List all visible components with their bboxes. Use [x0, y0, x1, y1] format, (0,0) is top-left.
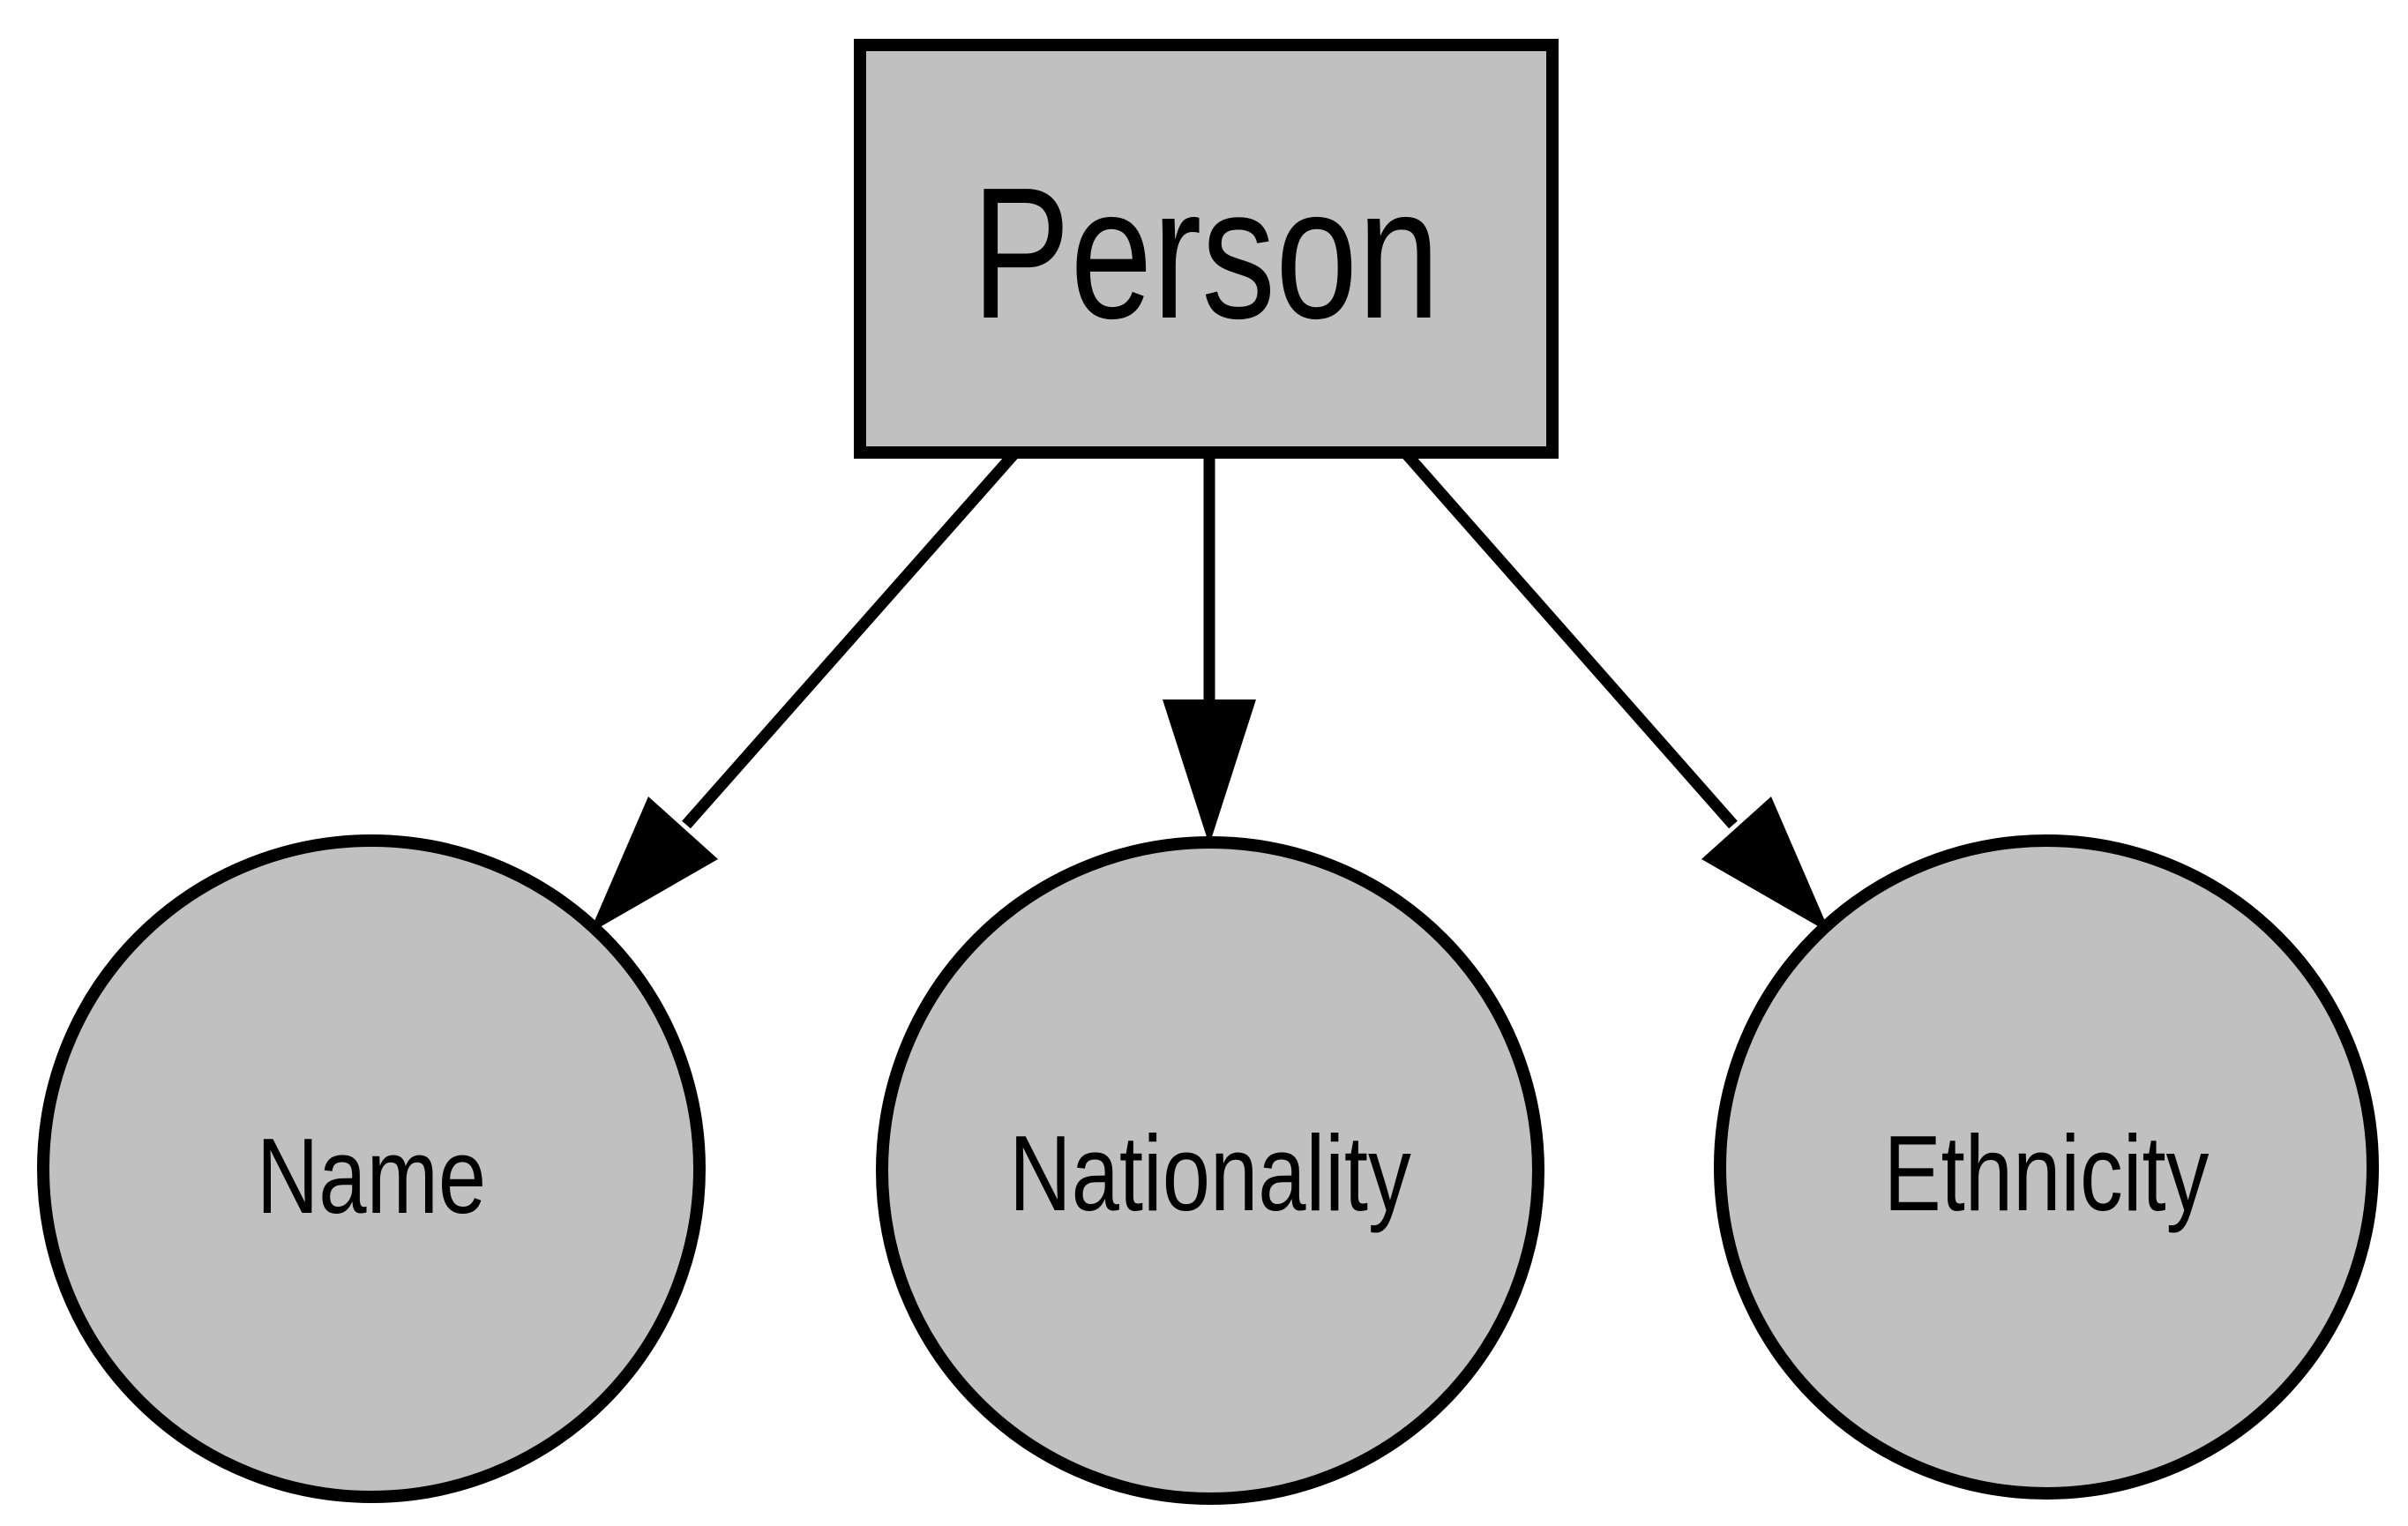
nationality-circle — [876, 836, 1544, 1505]
entity-node-person: Person — [854, 39, 1559, 459]
edge-person-name — [589, 447, 1021, 933]
ethnicity-label: Ethnicity — [1884, 1114, 2210, 1234]
attribute-node-ethnicity: Ethnicity — [1714, 834, 2379, 1500]
edge-line-person-name — [682, 447, 1021, 829]
arrowhead-person-name — [589, 797, 718, 933]
edge-person-nationality — [1163, 449, 1256, 845]
arrowhead-person-nationality — [1163, 699, 1256, 845]
name-label: Name — [257, 1117, 486, 1237]
attribute-node-nationality: Nationality — [876, 836, 1544, 1505]
edge-line-person-ethnicity — [1400, 447, 1738, 829]
person-label: Person — [972, 149, 1440, 357]
attribute-node-name: Name — [37, 834, 706, 1503]
person-rectangle — [854, 39, 1559, 459]
nationality-label: Nationality — [1009, 1114, 1411, 1234]
edge-person-ethnicity — [1400, 447, 1830, 933]
ethnicity-circle — [1714, 834, 2379, 1500]
name-circle — [37, 834, 706, 1503]
arrowhead-person-ethnicity — [1701, 797, 1830, 933]
